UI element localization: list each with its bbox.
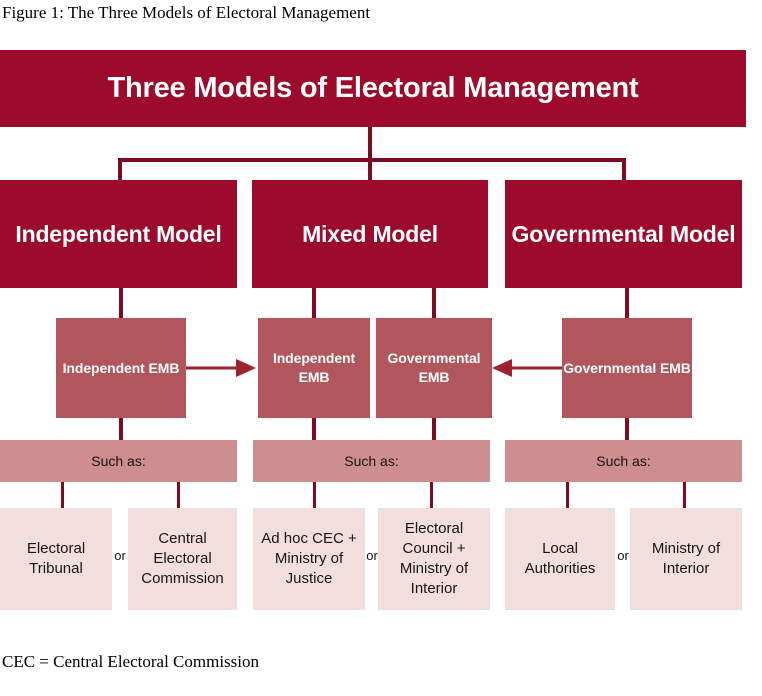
diagram-title-banner: Three Models of Electoral Management xyxy=(0,50,746,127)
example-box-local-authorities: Local Authorities xyxy=(505,508,615,610)
connector-branch-center xyxy=(368,158,372,180)
emb-box-governmental-right: Governmental EMB xyxy=(562,318,692,418)
emb-box-independent-left: Independent EMB xyxy=(56,318,186,418)
example-box-central-electoral-commission: Central Electoral Commission xyxy=(128,508,237,610)
model-box-independent: Independent Model xyxy=(0,180,237,288)
connector-emb-to-suchas-left xyxy=(119,418,123,440)
arrow-independent-to-mixed-icon xyxy=(186,359,256,377)
such-as-label-governmental: Such as: xyxy=(596,453,651,469)
or-separator-1: or xyxy=(114,548,126,563)
example-label-ministry-of-interior: Ministry of Interior xyxy=(651,540,721,577)
emb-label-governmental-right: Governmental EMB xyxy=(563,359,691,376)
connector-branch-right xyxy=(622,158,626,180)
such-as-bar-mixed: Such as: xyxy=(253,440,490,482)
emb-box-independent-mixed: Independent EMB xyxy=(258,318,370,418)
example-box-electoral-council-ministry-interior: Electoral Council + Ministry of Interior xyxy=(378,508,490,610)
connector-emb-to-suchas-right xyxy=(625,418,629,440)
or-separator-3: or xyxy=(617,548,629,563)
such-as-label-independent: Such as: xyxy=(91,453,146,469)
emb-label-independent-mixed: Independent EMB xyxy=(272,350,356,385)
example-box-ministry-of-interior: Ministry of Interior xyxy=(630,508,742,610)
diagram-canvas: Three Models of Electoral Management Ind… xyxy=(0,40,762,628)
connector-independent-to-emb xyxy=(119,288,123,318)
connector-suchas-to-example-2 xyxy=(177,482,180,508)
arrow-governmental-to-mixed-icon xyxy=(492,359,562,377)
connector-suchas-to-example-6 xyxy=(683,482,686,508)
such-as-bar-governmental: Such as: xyxy=(505,440,742,482)
connector-horizontal-bus xyxy=(118,158,626,162)
such-as-bar-independent: Such as: xyxy=(0,440,237,482)
model-label-mixed: Mixed Model xyxy=(302,220,438,247)
model-label-independent: Independent Model xyxy=(15,220,222,247)
example-label-electoral-council-ministry-interior: Electoral Council + Ministry of Interior xyxy=(399,520,469,597)
diagram-title: Three Models of Electoral Management xyxy=(107,72,639,104)
model-box-governmental: Governmental Model xyxy=(505,180,742,288)
connector-emb-to-suchas-mixed-left xyxy=(312,418,316,440)
model-label-governmental: Governmental Model xyxy=(511,220,736,247)
such-as-label-mixed: Such as: xyxy=(344,453,399,469)
connector-suchas-to-example-4 xyxy=(430,482,433,508)
emb-box-governmental-mixed: Governmental EMB xyxy=(376,318,492,418)
connector-suchas-to-example-3 xyxy=(313,482,316,508)
connector-suchas-to-example-5 xyxy=(566,482,569,508)
example-label-electoral-tribunal: Electoral Tribunal xyxy=(26,540,86,577)
connector-emb-to-suchas-mixed-right xyxy=(432,418,436,440)
or-separator-2: or xyxy=(366,548,378,563)
figure-footnote: CEC = Central Electoral Commission xyxy=(2,652,260,671)
example-box-electoral-tribunal: Electoral Tribunal xyxy=(0,508,112,610)
emb-label-independent-left: Independent EMB xyxy=(62,359,180,376)
connector-branch-left xyxy=(118,158,122,180)
model-box-mixed: Mixed Model xyxy=(252,180,488,288)
connector-suchas-to-example-1 xyxy=(61,482,64,508)
connector-title-drop xyxy=(368,127,372,162)
emb-label-governmental-mixed: Governmental EMB xyxy=(387,350,481,385)
example-label-local-authorities: Local Authorities xyxy=(524,540,596,577)
example-box-adhoc-cec-ministry-justice: Ad hoc CEC + Ministry of Justice xyxy=(253,508,365,610)
connector-mixed-to-emb-governmental xyxy=(432,288,436,318)
connector-mixed-to-emb-independent xyxy=(312,288,316,318)
example-label-adhoc-cec-ministry-justice: Ad hoc CEC + Ministry of Justice xyxy=(261,530,357,587)
connector-governmental-to-emb xyxy=(625,288,629,318)
figure-caption: Figure 1: The Three Models of Electoral … xyxy=(2,3,371,22)
example-label-central-electoral-commission: Central Electoral Commission xyxy=(141,530,224,587)
